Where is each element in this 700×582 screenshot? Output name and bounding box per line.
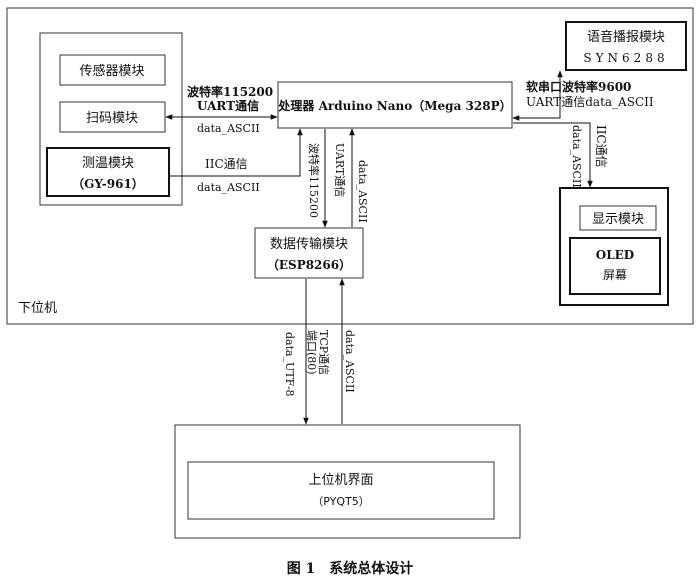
display-data-label: data_ASCII — [570, 125, 583, 188]
scan-data-label: data_ASCII — [197, 122, 260, 135]
voice-baud-label: 软串口波特率9600 — [526, 79, 631, 94]
temp-processor-arrow — [169, 128, 303, 177]
temp-data-label: data_ASCII — [197, 181, 260, 194]
upper-machine-frame — [174, 424, 521, 539]
ui-utf-label: data_UTF-8 — [283, 332, 296, 397]
processor-box — [277, 81, 513, 129]
temp-iic-label: IIC通信 — [205, 157, 248, 171]
esp-module-label: 数据传输模块 — [270, 236, 348, 252]
sensor-module-label: 传感器模块 — [79, 63, 144, 79]
voice-uart-label: UART通信data_ASCII — [526, 95, 654, 109]
scan-baud-label: 波特率115200 — [187, 84, 273, 99]
scan-uart-label: UART通信 — [197, 98, 259, 113]
display-group — [559, 187, 669, 306]
oled-screen-box — [569, 237, 661, 295]
processor-label: 处理器 Arduino Nano（Mega 328P） — [277, 98, 511, 113]
temp-module-box — [46, 147, 170, 197]
temp-module-model: （GY-961） — [72, 176, 144, 191]
ui-ascii-label: data_ASCII — [343, 330, 356, 393]
figure-caption: 图 1 系统总体设计 — [287, 560, 414, 577]
oled-screen-label: 屏幕 — [603, 268, 627, 282]
esp-module-box — [254, 227, 364, 279]
voice-module-label: 语音播报模块 — [587, 29, 665, 45]
lower-machine-frame — [6, 7, 694, 325]
esp-module-model: （ESP8266） — [267, 257, 351, 272]
temp-module-label: 测温模块 — [82, 156, 134, 171]
voice-module-model: SYN6288 — [583, 51, 668, 65]
sensor-module-box — [59, 54, 166, 86]
scan-module-label: 扫码模块 — [86, 111, 138, 126]
voice-processor-arrow — [512, 70, 563, 121]
display-module-label: 显示模块 — [592, 212, 644, 227]
display-module-box — [579, 205, 657, 231]
processor-display-arrow — [513, 122, 593, 188]
ui-framework-label: （PYQT5） — [312, 495, 370, 508]
ui-box — [187, 461, 495, 520]
oled-label: OLED — [596, 248, 634, 262]
ui-label: 上位机界面 — [308, 473, 373, 488]
lower-machine-label: 下位机 — [18, 301, 57, 316]
esp-baud-label: 波特率115200 — [307, 143, 321, 218]
esp-uart-label: UART通信 — [333, 143, 346, 197]
scan-module-box — [59, 101, 166, 133]
voice-module-box — [565, 21, 687, 71]
display-iic-label: IIC通信 — [594, 125, 608, 168]
ui-port-label: 端口(80) — [305, 330, 318, 375]
esp-data-label: data_ASCII — [356, 160, 369, 223]
ui-tcp-label: TCP通信 — [317, 330, 330, 375]
